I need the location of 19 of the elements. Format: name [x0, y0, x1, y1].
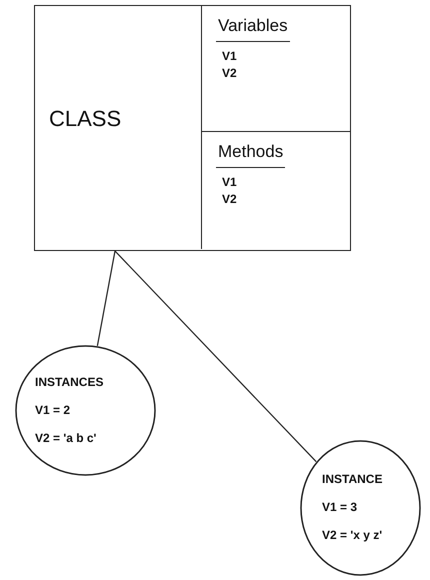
class-name: CLASS — [49, 106, 122, 132]
member-name: V2 — [222, 192, 237, 206]
variable-value: V2 = 'a b c' — [35, 431, 96, 445]
section-heading: Methods — [216, 142, 286, 168]
variable-value: V2 = 'x y z' — [322, 528, 382, 542]
instance-ellipse — [300, 440, 421, 576]
member-name: V2 — [222, 66, 237, 80]
variable-value: V1 = 2 — [35, 403, 70, 417]
member-name: V1 — [222, 49, 237, 63]
connector-line — [114, 250, 317, 462]
class-box — [34, 5, 351, 251]
connector-line — [96, 250, 116, 346]
instance-ellipse — [15, 345, 156, 476]
member-name: V1 — [222, 175, 237, 189]
instance-title: INSTANCES — [35, 375, 104, 389]
instance-title: INSTANCE — [322, 472, 382, 486]
class-section — [201, 131, 350, 249]
variable-value: V1 = 3 — [322, 500, 358, 514]
section-heading: Variables — [216, 16, 290, 42]
